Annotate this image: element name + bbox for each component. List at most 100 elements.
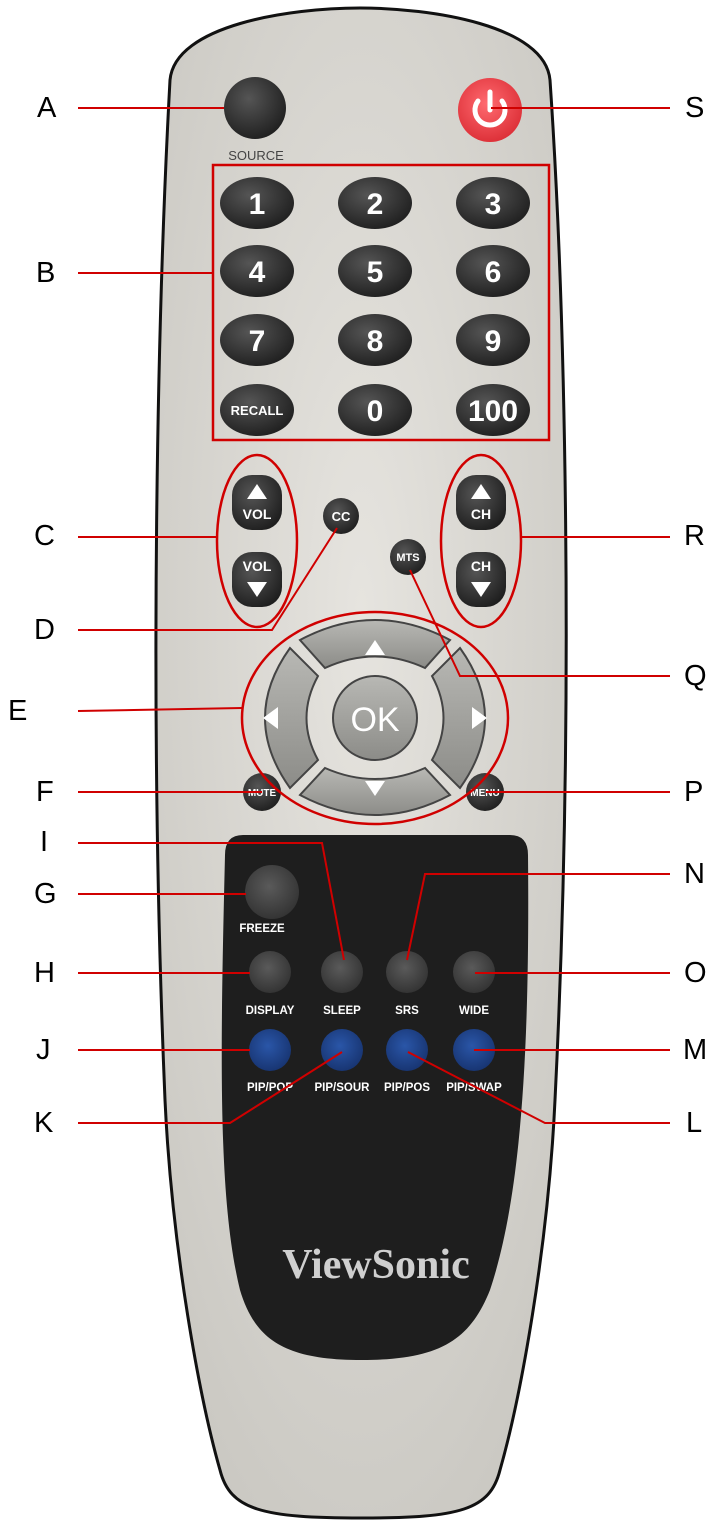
- nav-left-button[interactable]: [264, 646, 320, 790]
- source-button[interactable]: [224, 77, 286, 139]
- pip-sour-button[interactable]: [321, 1029, 363, 1071]
- numpad-key-label: 3: [485, 188, 502, 221]
- ch-outline: [439, 453, 523, 629]
- callout-d: D: [34, 614, 55, 646]
- vol-up-button[interactable]: VOL: [232, 475, 282, 530]
- numpad-key-9[interactable]: 9: [456, 314, 530, 366]
- pip-pop-button[interactable]: [249, 1029, 291, 1071]
- numpad-key-100[interactable]: 100: [456, 384, 530, 436]
- nav-down-arrow-icon: [365, 781, 385, 796]
- display-button[interactable]: [249, 951, 291, 993]
- freeze-button[interactable]: [245, 865, 299, 919]
- sleep-label: SLEEP: [323, 1005, 361, 1017]
- mts-button[interactable]: MTS: [390, 539, 426, 575]
- callout-j: J: [36, 1034, 51, 1066]
- srs-label: SRS: [395, 1005, 419, 1017]
- nav-outline: [240, 610, 510, 826]
- numpad-key-label: 4: [249, 256, 266, 289]
- mts-label: MTS: [396, 552, 419, 564]
- numpad-key-6[interactable]: 6: [456, 245, 530, 297]
- numpad-key-label: 100: [468, 395, 518, 428]
- freeze-label: FREEZE: [239, 923, 285, 935]
- power-icon: [472, 98, 508, 128]
- callout-n: N: [684, 858, 705, 890]
- nav-right-arrow-icon: [472, 707, 487, 729]
- callout-i: I: [40, 826, 49, 858]
- up-arrow-icon: [471, 484, 491, 499]
- mute-label: MUTE: [248, 788, 277, 799]
- source-label: SOURCE: [228, 148, 284, 163]
- numpad-key-2[interactable]: 2: [338, 177, 412, 229]
- numpad-key-label: 6: [485, 256, 502, 289]
- power-button[interactable]: [458, 78, 522, 142]
- pip-pos-button[interactable]: [386, 1029, 428, 1071]
- pip-sour-label: PIP/SOUR: [315, 1082, 371, 1094]
- wide-button[interactable]: [453, 951, 495, 993]
- numpad-key-4[interactable]: 4: [220, 245, 294, 297]
- nav-up-arrow-icon: [365, 640, 385, 655]
- callout-k: K: [34, 1107, 54, 1139]
- callout-m: M: [683, 1034, 708, 1066]
- brand-logo: ViewSonic: [282, 1242, 469, 1288]
- ok-label: OK: [350, 701, 399, 739]
- vol-down-button[interactable]: VOL: [232, 552, 282, 607]
- down-arrow-icon: [247, 582, 267, 597]
- numpad-key-recall[interactable]: RECALL: [220, 384, 294, 436]
- callout-q: Q: [684, 660, 707, 692]
- nav-left-arrow-icon: [263, 707, 278, 729]
- callout-p: P: [684, 776, 704, 808]
- numpad-key-label: 5: [367, 256, 384, 289]
- callout-o: O: [684, 957, 707, 989]
- down-arrow-icon: [471, 582, 491, 597]
- menu-button[interactable]: MENU: [466, 773, 504, 811]
- callout-g: G: [34, 878, 57, 910]
- numpad-key-8[interactable]: 8: [338, 314, 412, 366]
- ch-up-button[interactable]: CH: [456, 475, 506, 530]
- numpad-key-label: 7: [249, 325, 266, 358]
- numpad-key-label: 8: [367, 325, 384, 358]
- callout-s: S: [685, 92, 705, 124]
- numpad-key-5[interactable]: 5: [338, 245, 412, 297]
- callout-lines: [77, 107, 670, 1124]
- group-outlines: [211, 163, 551, 826]
- numpad-key-label: 1: [249, 188, 266, 221]
- vol-up-label: VOL: [243, 506, 272, 522]
- numpad-key-label: RECALL: [231, 403, 284, 418]
- numpad-key-0[interactable]: 0: [338, 384, 412, 436]
- callout-e: E: [8, 695, 28, 727]
- callout-f: F: [36, 776, 54, 808]
- callout-r: R: [684, 520, 705, 552]
- callout-h: H: [34, 957, 55, 989]
- srs-button[interactable]: [386, 951, 428, 993]
- numpad-key-label: 0: [367, 395, 384, 428]
- numpad-key-7[interactable]: 7: [220, 314, 294, 366]
- callout-a: A: [37, 92, 57, 124]
- numpad-key-3[interactable]: 3: [456, 177, 530, 229]
- sleep-button[interactable]: [321, 951, 363, 993]
- ch-down-button[interactable]: CH: [456, 552, 506, 607]
- ok-button[interactable]: OK: [332, 675, 418, 761]
- pip-swap-label: PIP/SWAP: [446, 1082, 502, 1094]
- vol-outline: [215, 453, 299, 629]
- ch-up-label: CH: [471, 506, 491, 522]
- numpad-outline: [211, 163, 551, 442]
- callout-l: L: [686, 1107, 703, 1139]
- callout-b: B: [36, 257, 56, 289]
- navigation-pad: OK: [263, 619, 487, 816]
- display-label: DISPLAY: [246, 1005, 295, 1017]
- callout-c: C: [34, 520, 55, 552]
- wide-label: WIDE: [459, 1005, 489, 1017]
- numpad-key-label: 9: [485, 325, 502, 358]
- nav-right-button[interactable]: [430, 646, 486, 790]
- numpad-key-label: 2: [367, 188, 384, 221]
- ch-down-label: CH: [471, 558, 491, 574]
- up-arrow-icon: [247, 484, 267, 499]
- lower-panel: [221, 835, 529, 1360]
- cc-button[interactable]: CC: [323, 498, 359, 534]
- vol-down-label: VOL: [243, 558, 272, 574]
- cc-label: CC: [332, 509, 351, 524]
- numpad-key-1[interactable]: 1: [220, 177, 294, 229]
